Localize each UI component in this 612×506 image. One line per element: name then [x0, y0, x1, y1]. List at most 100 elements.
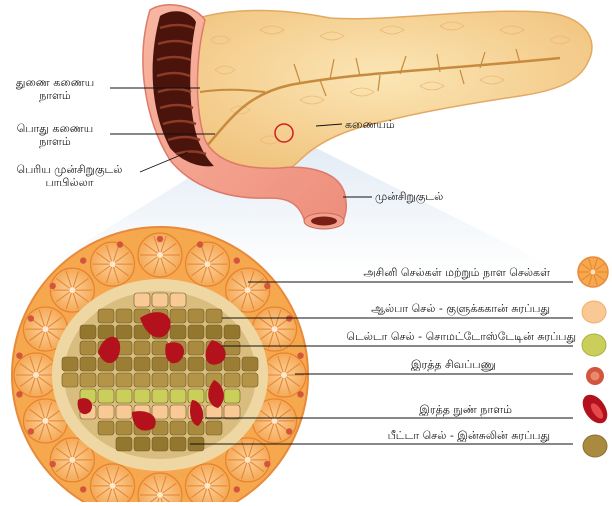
islet-cell: [116, 325, 132, 339]
islet-cell: [152, 405, 168, 419]
rbc-dot: [49, 461, 55, 467]
islet-cell: [188, 325, 204, 339]
rbc-dot: [28, 315, 34, 321]
rbc-dot: [49, 283, 55, 289]
pancreas-organ: [174, 10, 592, 175]
islet-cell: [98, 309, 114, 323]
islet-cell: [242, 357, 258, 371]
beta-cell-swatch-icon: [583, 435, 607, 457]
islet-cell: [134, 389, 150, 403]
legend-delta-label: டெல்டா செல் - சொமட்டோஸ்டேடின் சுரப்பது: [346, 330, 576, 343]
islet-cell: [134, 341, 150, 355]
islet-cell: [152, 293, 168, 307]
accessory-duct-label-line2: நாளம்: [0, 89, 110, 102]
duodenum-label: முன்சிறுகுடல்: [375, 190, 443, 203]
islet-cell: [170, 373, 186, 387]
islet-cell: [80, 373, 96, 387]
islet-cell: [170, 325, 186, 339]
islet-cell: [98, 421, 114, 435]
rbc-dot: [80, 257, 86, 263]
rbc-swatch-icon: [586, 367, 604, 385]
islet-cell: [170, 293, 186, 307]
islet-cell: [152, 437, 168, 451]
islet-cell: [170, 437, 186, 451]
islet-cell: [224, 357, 240, 371]
rbc-dot: [80, 486, 86, 492]
islet-cell: [152, 373, 168, 387]
acinus: [91, 464, 135, 502]
islet-cell: [188, 341, 204, 355]
legend-alpha-label: ஆல்பா செல் - குளுக்ககான் சுரப்பது: [371, 302, 550, 315]
islet-cell: [62, 373, 78, 387]
legend-swatches: [578, 257, 612, 457]
rbc-dot: [16, 352, 22, 358]
islet-cell: [98, 389, 114, 403]
accessory-duct-label: துணை கணைய நாளம்: [0, 76, 110, 102]
rbc-dot: [234, 257, 240, 263]
islet-cell: [224, 405, 240, 419]
islet-cell: [134, 293, 150, 307]
islet-cell: [98, 373, 114, 387]
rbc-dot: [286, 315, 292, 321]
islet-cell: [116, 389, 132, 403]
islet-cell: [80, 357, 96, 371]
islet-cell: [188, 357, 204, 371]
islet-cell: [224, 341, 240, 355]
islet-cell: [116, 421, 132, 435]
islet-cell: [116, 437, 132, 451]
islet-cell: [116, 309, 132, 323]
islet-cell: [206, 325, 222, 339]
islet-cell: [152, 389, 168, 403]
islet-of-langerhans: [12, 227, 308, 502]
accessory-duct-label-line1: துணை கணைய: [0, 76, 110, 89]
acinus: [91, 242, 135, 286]
main-duct-label-line1: பொது கணைய: [0, 122, 110, 135]
islet-cell: [170, 389, 186, 403]
islet-cell: [188, 373, 204, 387]
islet-cell: [134, 373, 150, 387]
islet-cell: [116, 357, 132, 371]
islet-cell: [116, 405, 132, 419]
rbc-dot: [297, 391, 303, 397]
rbc-dot: [117, 241, 123, 247]
rbc-dot: [157, 236, 163, 242]
acinus: [14, 353, 58, 397]
rbc-dot: [234, 486, 240, 492]
islet-cell: [242, 373, 258, 387]
pancreas-label: கணையம்: [345, 118, 395, 131]
papilla-label-line2: பாபில்லா: [2, 176, 137, 189]
islet-cell: [170, 421, 186, 435]
rbc-dot: [286, 428, 292, 434]
islet-cell: [134, 357, 150, 371]
islet-cell: [80, 341, 96, 355]
alpha-cell-swatch-icon: [582, 301, 606, 323]
islet-cell: [170, 309, 186, 323]
legend-rbc-label: இரத்த சிவப்பணு: [411, 358, 496, 371]
islet-cell: [62, 357, 78, 371]
legend-acini-label: அசினி செல்கள் மற்றும் நாள செல்கள்: [363, 266, 550, 279]
islet-cell: [170, 405, 186, 419]
papilla-label-line1: பெரிய முன்சிறுகுடல்: [2, 163, 137, 176]
islet-cell: [80, 325, 96, 339]
islet-cell: [116, 373, 132, 387]
acinus: [185, 242, 229, 286]
islet-cell: [134, 437, 150, 451]
rbc-dot: [297, 352, 303, 358]
main-duct-label: பொது கணைய நாளம்: [0, 122, 110, 148]
acinus: [185, 464, 229, 502]
islet-cell: [224, 325, 240, 339]
papilla-label: பெரிய முன்சிறுகுடல் பாபில்லா: [2, 163, 137, 189]
rbc-dot: [28, 428, 34, 434]
acini-swatch-icon: [578, 257, 608, 287]
legend-beta-label: பீட்டா செல் - இன்சுலின் சுரப்பது: [388, 429, 550, 442]
rbc-dot: [16, 391, 22, 397]
islet-cell: [224, 373, 240, 387]
islet-cell: [152, 357, 168, 371]
islet-cell: [206, 309, 222, 323]
islet-cell: [224, 389, 240, 403]
legend-capillary-label: இரத்த நுண் நாளம்: [419, 403, 512, 416]
capillary-swatch-icon: [578, 390, 612, 428]
rbc-dot: [264, 461, 270, 467]
acinus: [262, 353, 306, 397]
